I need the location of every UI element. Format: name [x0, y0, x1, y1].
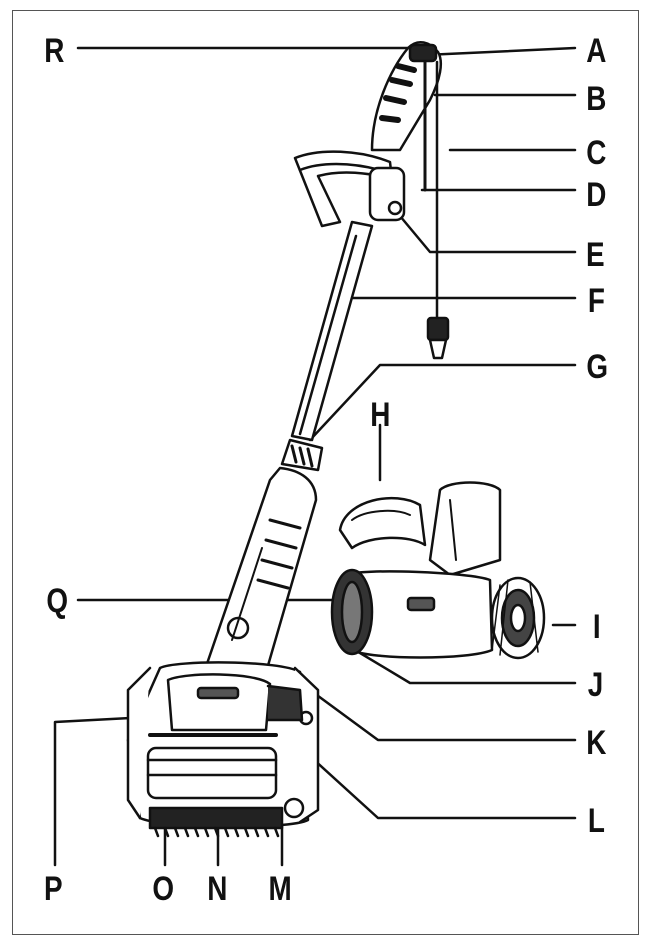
- power-plug: [426, 316, 450, 360]
- diagram-frame: [12, 10, 639, 935]
- label-i: I: [592, 608, 601, 646]
- label-h: H: [370, 396, 391, 434]
- label-n: N: [207, 870, 228, 908]
- top-handle: [370, 40, 442, 332]
- label-d: D: [586, 176, 607, 214]
- brush-head: [126, 661, 320, 828]
- label-j: J: [587, 666, 604, 704]
- leader-lines: [53, 46, 577, 867]
- auxiliary-handle: [293, 150, 406, 228]
- label-c: C: [586, 134, 607, 172]
- label-b: B: [586, 80, 607, 118]
- label-k: K: [586, 724, 607, 762]
- attachment-body: [330, 481, 502, 659]
- label-m: M: [268, 870, 292, 908]
- wire-brush-wheel: [490, 576, 546, 660]
- shaft: [290, 220, 374, 442]
- label-p: P: [44, 870, 63, 908]
- label-q: Q: [46, 582, 69, 620]
- collar: [280, 438, 324, 472]
- label-r: R: [44, 32, 65, 70]
- label-e: E: [586, 236, 605, 274]
- label-g: G: [586, 348, 609, 386]
- brush-bristles: [148, 806, 284, 838]
- label-f: F: [587, 282, 605, 320]
- attachment-guard: [338, 496, 427, 550]
- label-l: L: [587, 802, 605, 840]
- label-o: O: [152, 870, 175, 908]
- label-a: A: [586, 32, 607, 70]
